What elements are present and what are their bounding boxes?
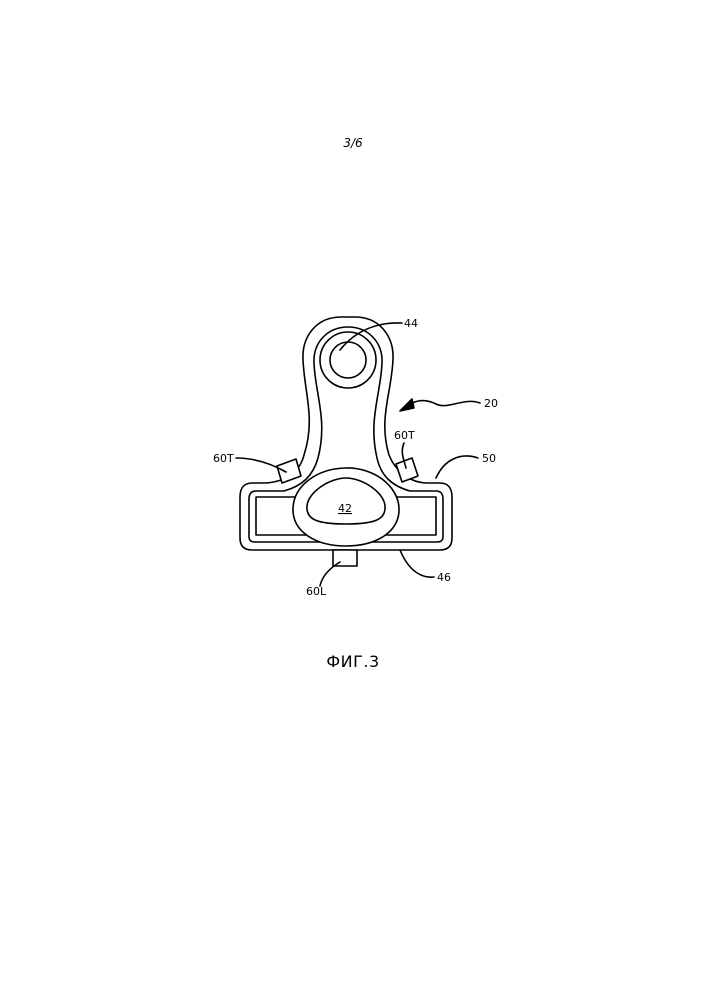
arrowhead-20 xyxy=(400,399,414,411)
label-60l: 60L xyxy=(306,585,327,598)
leader-50 xyxy=(436,456,478,478)
tab-60t-left xyxy=(277,459,301,483)
figure-caption: ФИГ.3 xyxy=(0,652,706,671)
label-42: 42 xyxy=(338,502,352,515)
label-44: 44 xyxy=(404,317,418,330)
bore-44 xyxy=(330,342,366,378)
label-60t-right: 60T xyxy=(394,429,415,442)
label-46: 46 xyxy=(437,571,451,584)
label-60t-left: 60T xyxy=(213,452,234,465)
leader-46 xyxy=(400,550,434,577)
tab-60t-right xyxy=(396,458,418,482)
label-20: 20 xyxy=(484,397,498,410)
label-50: 50 xyxy=(482,452,496,465)
